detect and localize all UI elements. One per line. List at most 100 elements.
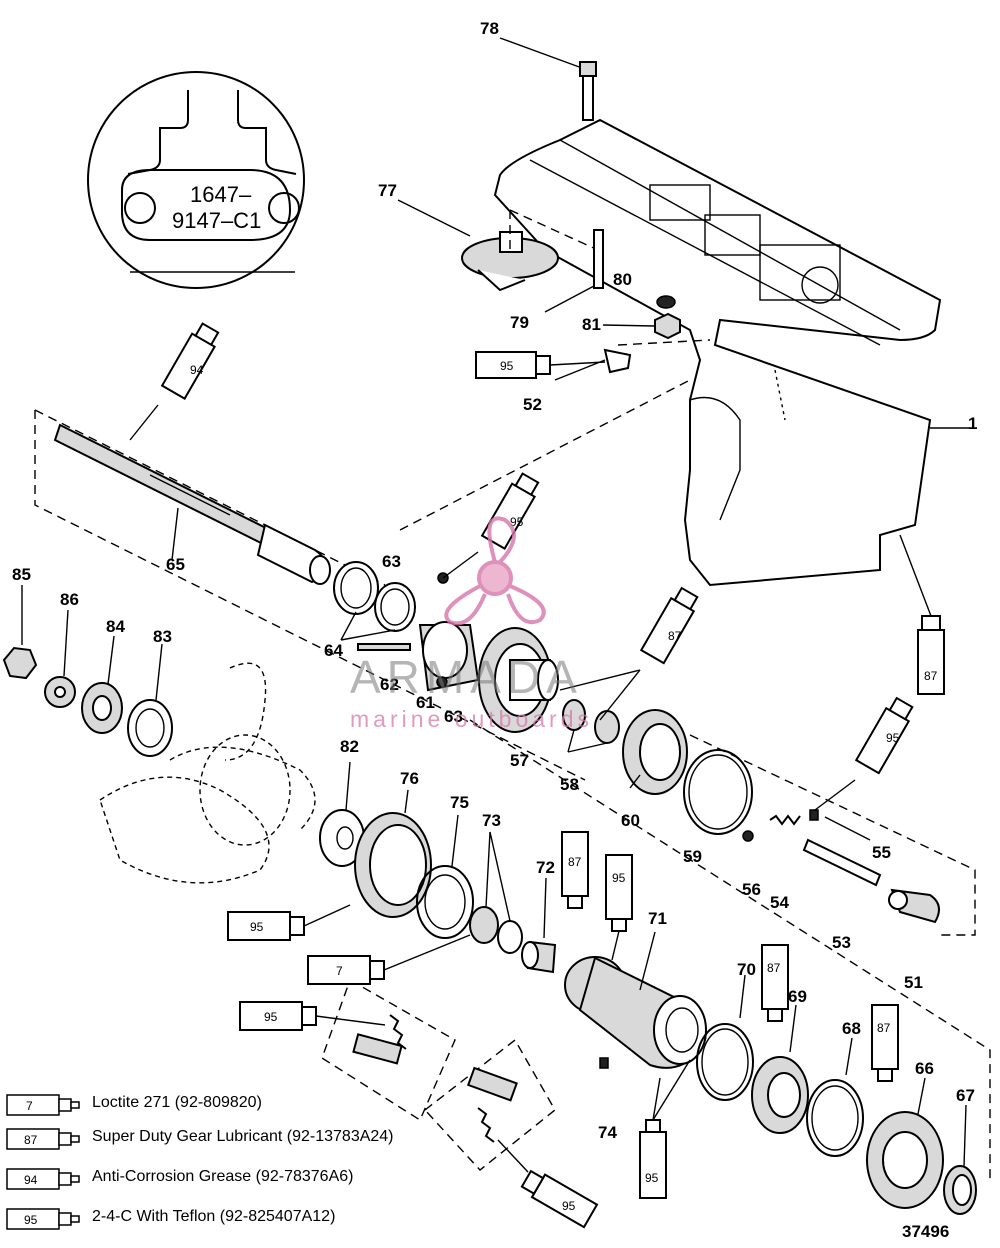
tube-87-c: 87 — [561, 831, 589, 909]
callout-57: 57 — [510, 751, 529, 770]
callout-78: 78 — [480, 19, 499, 38]
callout-68: 68 — [842, 1019, 861, 1038]
callout-52: 52 — [523, 395, 542, 414]
washer-86 — [44, 609, 76, 708]
insert-text-line1: 1647– — [190, 182, 252, 207]
svg-text:87: 87 — [924, 669, 938, 683]
callout-64: 64 — [324, 641, 343, 660]
seal-67 — [943, 1104, 977, 1215]
bolt-78 — [499, 37, 597, 121]
callout-70: 70 — [737, 960, 756, 979]
tube-94: 94 — [129, 322, 220, 441]
tube-95-f: 95 — [239, 1001, 386, 1031]
propeller-phantom — [99, 662, 316, 884]
svg-text:87: 87 — [767, 961, 781, 975]
spacer-84 — [81, 635, 123, 734]
callout-54: 54 — [770, 893, 789, 912]
legend-label-94: Anti-Corrosion Grease (92-78376A6) — [92, 1168, 354, 1185]
svg-text:87: 87 — [877, 1021, 891, 1035]
callout-76: 76 — [400, 769, 419, 788]
tube-icon: 87 — [6, 1128, 80, 1150]
legend-label-7: Loctite 271 (92-809820) — [92, 1094, 262, 1111]
tube-icon: 94 — [6, 1168, 80, 1190]
anode-77 — [397, 199, 559, 292]
svg-text:95: 95 — [645, 1171, 659, 1185]
bearing-carrier-76 — [354, 789, 432, 918]
svg-text:95: 95 — [886, 731, 900, 745]
svg-text:95: 95 — [612, 871, 626, 885]
callout-53: 53 — [832, 933, 851, 952]
tube-icon: 95 — [6, 1208, 80, 1230]
callout-75: 75 — [450, 793, 469, 812]
detail-insert: 1647– 9147–C1 — [87, 71, 305, 289]
shift-shaft-53 — [802, 809, 882, 887]
oring-59 — [683, 749, 753, 835]
svg-text:94: 94 — [24, 1173, 38, 1187]
tube-95-e: 95 — [227, 904, 351, 941]
callout-74: 74 — [598, 1123, 617, 1142]
callout-51: 51 — [904, 973, 923, 992]
seal-64 — [333, 561, 416, 641]
legend-label-95: 2-4-C With Teflon (92-825407A12) — [92, 1208, 336, 1225]
screw-79 — [544, 229, 604, 313]
callout-69: 69 — [788, 987, 807, 1006]
bearing-60 — [622, 709, 688, 795]
ball-56 — [742, 830, 754, 842]
seal-73 — [469, 831, 523, 954]
bracket-box-left — [321, 978, 456, 1122]
callout-58: 58 — [560, 775, 579, 794]
retainer-75 — [416, 814, 474, 939]
callout-79: 79 — [510, 313, 529, 332]
tube-95-g: 95 — [639, 1059, 691, 1199]
callout-80: 80 — [613, 270, 632, 289]
bearing-carrier-71 — [564, 931, 707, 1069]
legend-row-7: 7 Loctite 271 (92-809820) — [6, 1090, 476, 1120]
callout-61: 61 — [416, 693, 435, 712]
gear-housing — [493, 118, 970, 587]
callout-63a: 63 — [382, 552, 401, 571]
callout-71: 71 — [648, 909, 667, 928]
reverse-gear-57 — [478, 627, 559, 733]
callout-73: 73 — [482, 811, 501, 830]
oring-70 — [696, 974, 754, 1101]
callout-84: 84 — [106, 617, 125, 636]
tube-95-b: 95 — [442, 472, 540, 579]
callout-72: 72 — [536, 858, 555, 877]
guide-52 — [554, 348, 632, 381]
callout-86: 86 — [60, 590, 79, 609]
propshaft-65 — [53, 423, 331, 585]
svg-text:94: 94 — [190, 363, 204, 377]
legend-row-95: 95 2-4-C With Teflon (92-825407A12) — [6, 1204, 476, 1234]
nut-81 — [602, 312, 681, 340]
callout-85: 85 — [12, 565, 31, 584]
callout-77: 77 — [378, 181, 397, 200]
svg-text:87: 87 — [24, 1133, 38, 1147]
callout-82: 82 — [340, 737, 359, 756]
nut-85 — [2, 585, 38, 680]
legend-label-87: Super Duty Gear Lubricant (92-13783A24) — [92, 1128, 394, 1145]
callout-55: 55 — [872, 843, 891, 862]
clutch-61 — [418, 621, 480, 692]
svg-text:95: 95 — [500, 359, 514, 373]
legend-row-94: 94 Anti-Corrosion Grease (92-78376A6) — [6, 1164, 476, 1194]
ball-63b — [436, 676, 448, 688]
bearing-72 — [521, 877, 557, 974]
tube-87-d: 87 — [761, 944, 789, 1022]
figure-number: 37496 — [902, 1222, 950, 1241]
callout-59: 59 — [683, 847, 702, 866]
pin-62 — [357, 643, 411, 651]
tab-washer-83 — [127, 643, 173, 757]
tube-95-h: 95 — [497, 1139, 599, 1229]
svg-text:95: 95 — [510, 515, 524, 529]
callout-62: 62 — [380, 675, 399, 694]
tube-7: 7 — [307, 934, 471, 985]
callout-83: 83 — [153, 627, 172, 646]
spring-54 — [769, 814, 801, 826]
callout-56: 56 — [742, 880, 761, 899]
svg-text:95: 95 — [264, 1010, 278, 1024]
tube-icon: 7 — [6, 1094, 80, 1116]
callout-60: 60 — [621, 811, 640, 830]
bearing-69 — [751, 1004, 809, 1134]
key-74 — [599, 1057, 609, 1069]
